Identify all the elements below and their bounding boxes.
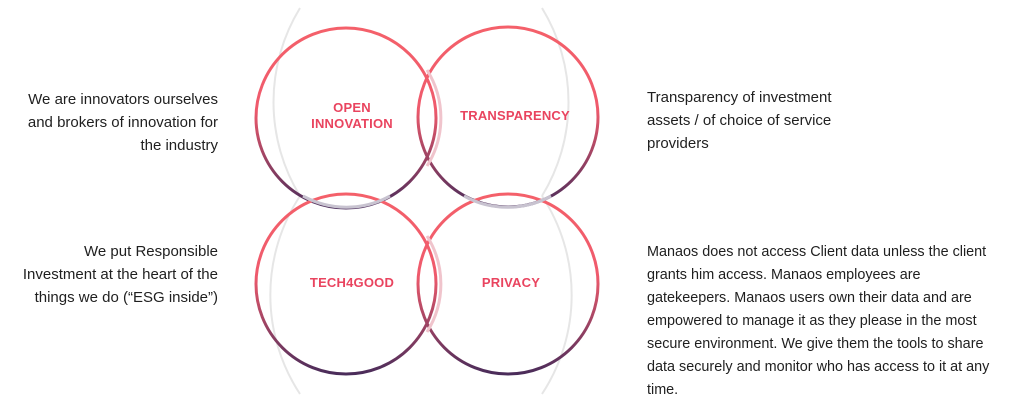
label-tech4good: TECH4GOOD — [309, 275, 395, 290]
description-privacy: Manaos does not access Client data unles… — [647, 244, 990, 398]
description-open-innovation: We are innovators ourselves and brokers … — [27, 91, 218, 154]
circle-privacy — [416, 192, 600, 376]
label-open-line-2: INNOVATION — [311, 116, 393, 131]
label-privacy: PRIVACY — [481, 275, 541, 290]
overlap-arc-left-vertical — [302, 194, 391, 209]
left-bracket-top — [272, 7, 301, 197]
label-transparency: TRANSPARENCY — [460, 108, 570, 123]
right-bracket-bottom — [541, 195, 573, 395]
description-transparency: Transparency of investment assets / of c… — [647, 89, 832, 152]
right-bracket-top — [541, 7, 570, 197]
circle-tech4good — [254, 192, 438, 376]
left-bracket-bottom — [269, 195, 301, 395]
overlap-arc-right-vertical — [463, 194, 552, 209]
overlap-arc-top-horizontal — [425, 69, 443, 167]
label-open-innovation: OPEN INNOVATION — [297, 100, 407, 132]
label-open-line-1: OPEN — [333, 100, 371, 115]
overlap-arc-bottom-horizontal — [425, 235, 443, 333]
description-tech4good: We put Responsible Investment at the hea… — [22, 243, 218, 306]
